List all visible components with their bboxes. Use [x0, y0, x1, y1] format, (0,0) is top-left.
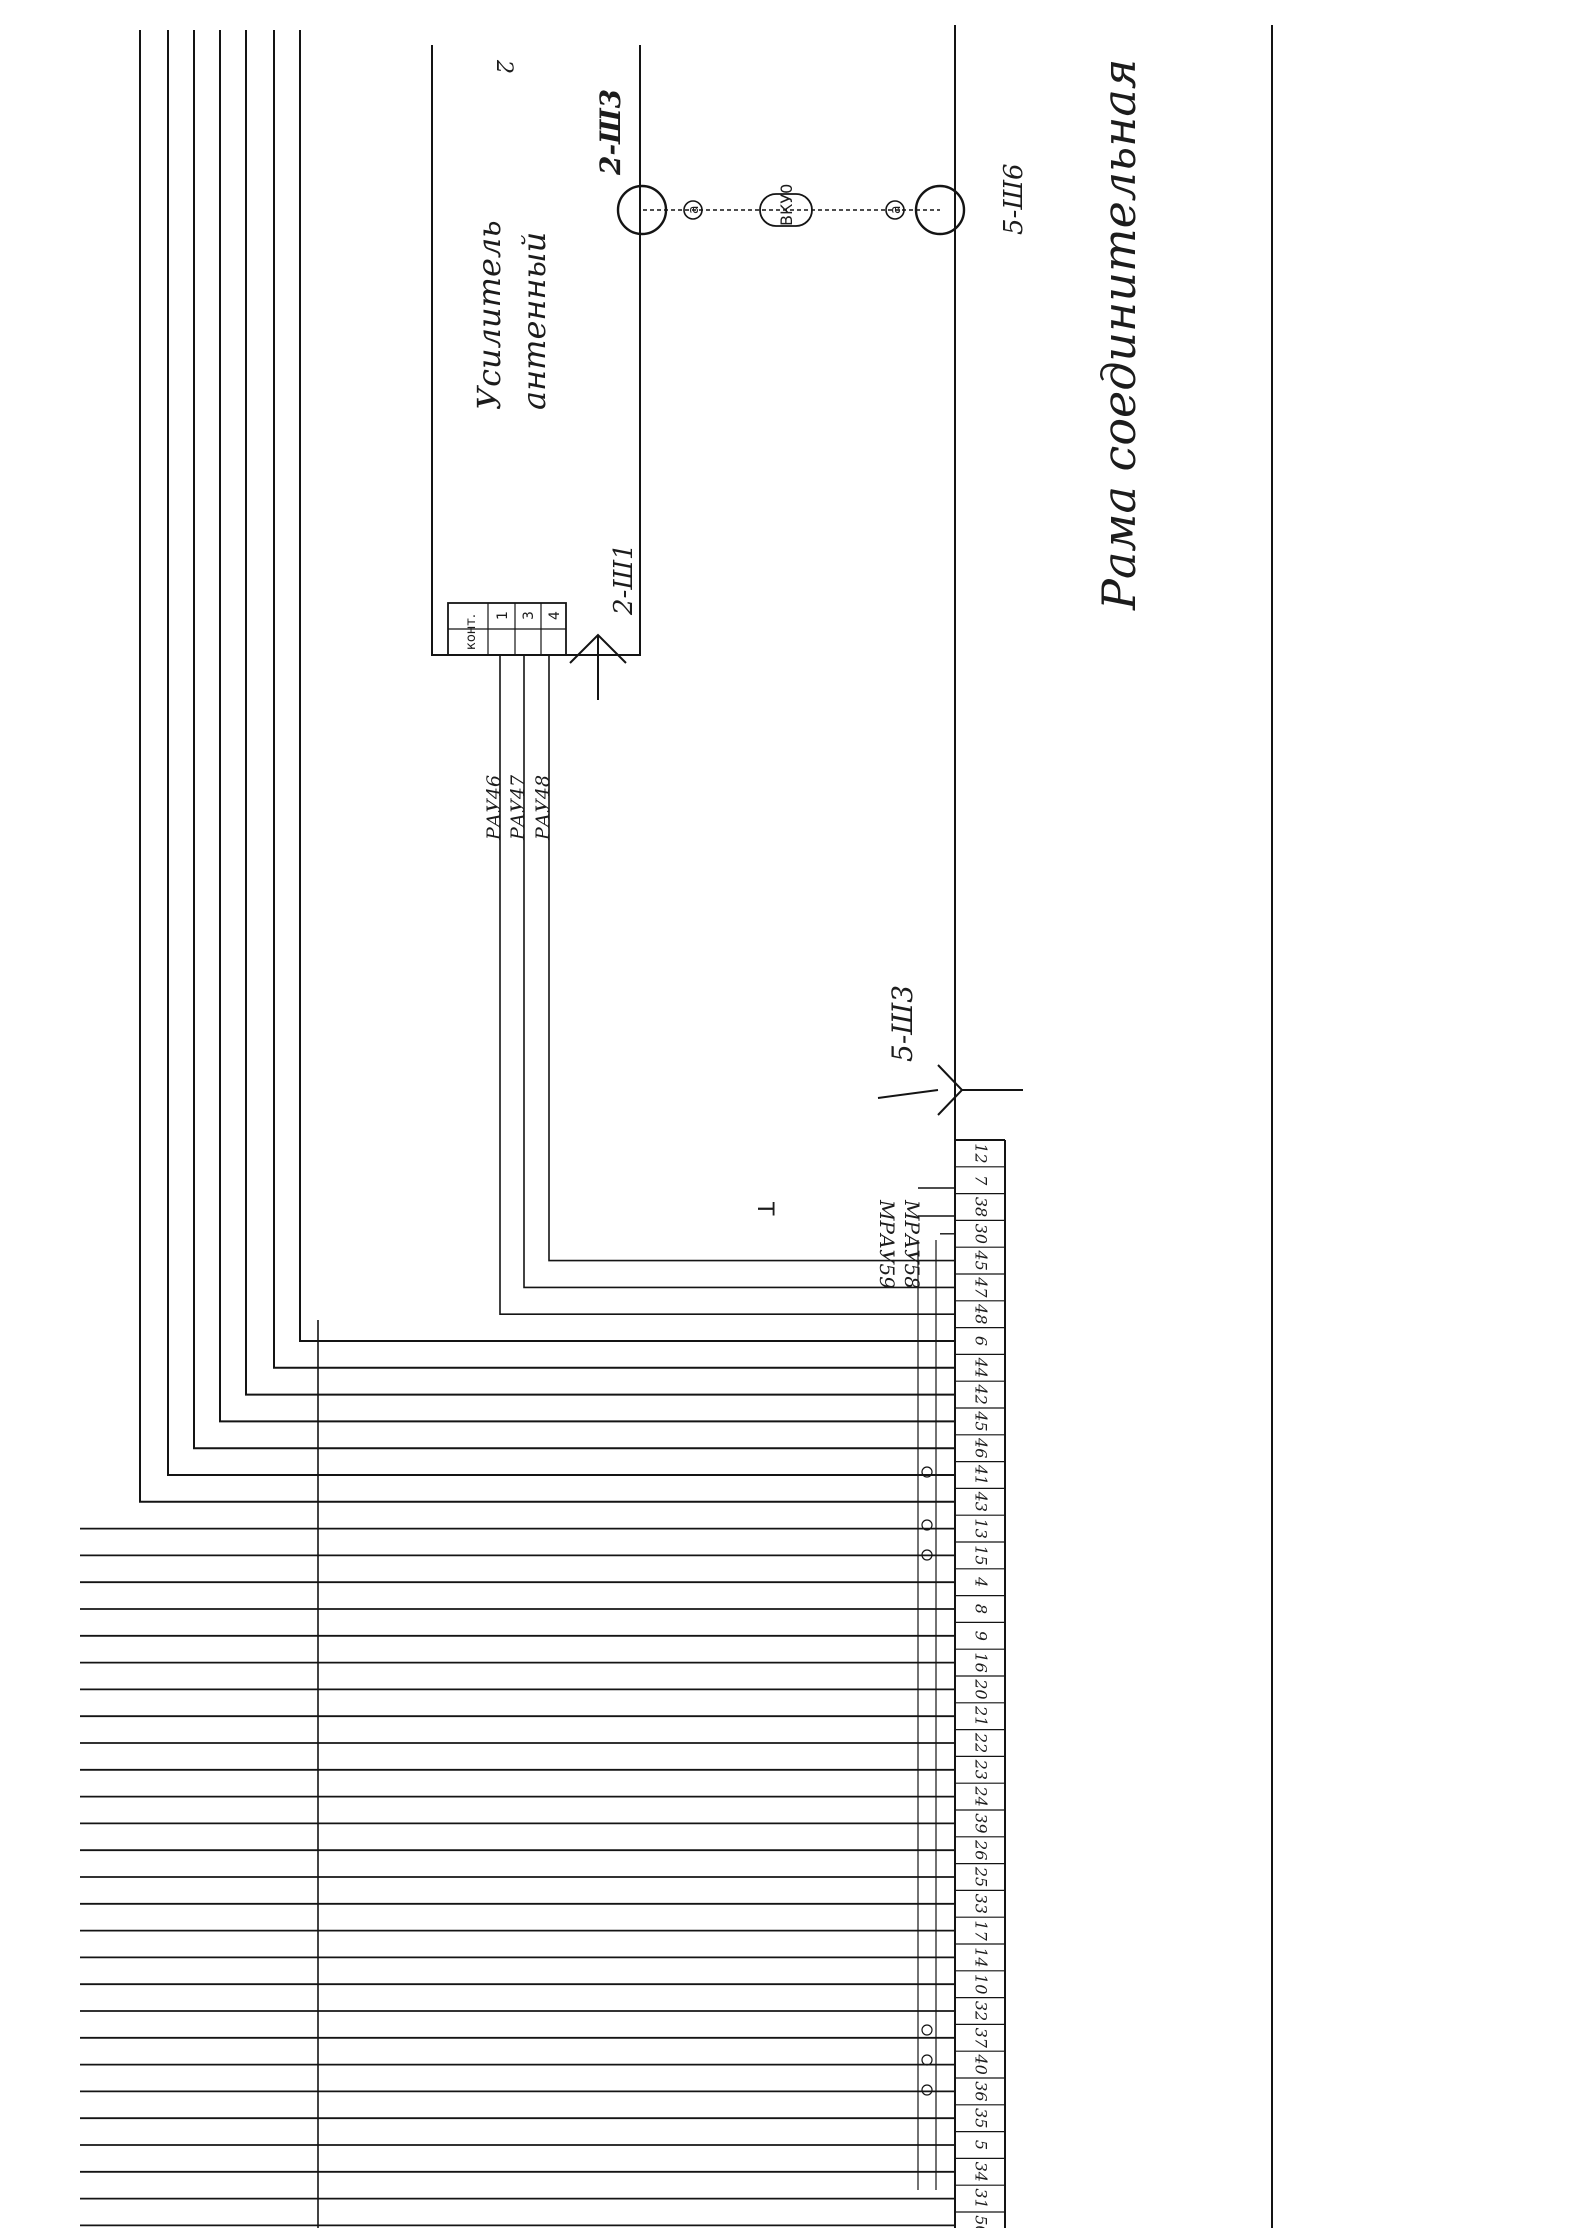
pin-number: 35 — [972, 2108, 991, 2128]
pin-number: 23 — [972, 1759, 991, 1780]
bundle-wire — [273, 30, 955, 1369]
pin-number: 34 — [972, 2162, 991, 2182]
signal-label-rau47: РАУ47 — [507, 774, 529, 841]
pin-table-pin-3: 3 — [521, 611, 537, 620]
pin-number: 30 — [972, 1224, 991, 1244]
connector-2-sh1-label: 2-Ш1 — [609, 543, 639, 616]
signal-wire-rau47 — [523, 655, 955, 1289]
device-vku-label: ВКУ0 — [777, 184, 796, 226]
cable-mark-a-label: a — [686, 205, 702, 214]
pin-number: 25 — [972, 1866, 991, 1887]
cable-mark-a-circle — [683, 200, 703, 220]
pin-number: 21 — [972, 1705, 991, 1726]
extra-signal-mrau58: МРАУ58 — [900, 1199, 924, 1289]
pin-number: 48 — [972, 1303, 991, 1324]
pin-number: 20 — [972, 1678, 991, 1699]
pin-number: 45 — [972, 1249, 991, 1270]
shield-joint-marker — [921, 2084, 933, 2096]
pin-number: 46 — [972, 1437, 991, 1458]
bundle-wire — [193, 30, 955, 1450]
pin-number: 32 — [972, 2001, 991, 2021]
bundle-wire — [219, 30, 955, 1423]
pin-table-pin-1: 1 — [495, 611, 511, 620]
pin-number: 26 — [972, 1839, 991, 1860]
pin-table-header: конт. — [464, 614, 479, 650]
connector-5-sh3-symbol — [877, 1064, 1023, 1116]
sheet-mark: 2 — [491, 59, 516, 74]
rf-connector-5-sh6-circle — [914, 184, 966, 236]
bundle-wire — [245, 30, 955, 1396]
signal-label-rau48: РАУ48 — [532, 775, 554, 841]
pin-number: 36 — [972, 2081, 991, 2101]
connector-2-sh1-symbol — [569, 633, 627, 700]
pin-number: 16 — [972, 1652, 991, 1672]
pin-number: 14 — [972, 1947, 991, 1967]
pin-number: 17 — [972, 1920, 991, 1941]
pin-number: 50 — [972, 2215, 991, 2228]
amplifier-name-line1: Усилитель — [470, 220, 508, 410]
connector-2-sh3-label: 2-Ш3 — [594, 89, 627, 176]
pin-number: 7 — [972, 1175, 991, 1186]
pin-number: 40 — [972, 2053, 991, 2074]
shield-mark: Т — [752, 1201, 777, 1216]
pin-number: 41 — [972, 1464, 991, 1485]
shield-joint-marker — [921, 2024, 933, 2036]
pin-number: 10 — [972, 1974, 991, 1994]
bundle-wire — [139, 30, 955, 1503]
bundle-wire — [167, 30, 955, 1476]
pin-number: 33 — [972, 1894, 991, 1914]
pin-number: 4 — [972, 1576, 991, 1587]
pin-number: 44 — [972, 1357, 991, 1378]
pin-table-pin-4: 4 — [547, 611, 563, 620]
cable-mark-b-label: a — [888, 205, 904, 214]
pin-number: 24 — [972, 1785, 991, 1806]
connector-5-sh3-pin-strip: 1273830454748644424546414313154891620212… — [955, 1143, 1005, 2228]
shield-joint-marker — [921, 1466, 933, 1478]
pin-number: 47 — [972, 1276, 991, 1298]
pin-number: 9 — [972, 1631, 991, 1641]
pin-number: 12 — [972, 1143, 991, 1163]
pin-number: 42 — [972, 1383, 991, 1404]
connector-5-sh6-label: 5-Ш6 — [999, 163, 1029, 235]
signal-label-rau46: РАУ46 — [483, 775, 505, 841]
frame-title: Рама соединительная — [1092, 59, 1146, 611]
shield-joint-marker — [921, 1519, 933, 1531]
pin-number: 45 — [972, 1410, 991, 1431]
pin-number: 22 — [972, 1732, 991, 1753]
shield-joint-marker — [921, 2054, 933, 2066]
pin-number: 37 — [972, 2028, 991, 2049]
pin-number: 38 — [972, 1197, 991, 1217]
pin-number: 5 — [972, 2140, 991, 2150]
pin-number: 31 — [972, 2188, 991, 2208]
signal-wire-rau48 — [548, 655, 955, 1262]
pin-number: 8 — [972, 1604, 991, 1614]
pin-number: 43 — [972, 1491, 991, 1512]
static-lines — [317, 25, 1273, 2228]
rf-connector-2-sh3-circle — [616, 184, 668, 236]
pin-number: 39 — [972, 1813, 991, 1833]
pin-number: 15 — [972, 1545, 991, 1565]
connector-5-sh3-label: 5-Ш3 — [886, 985, 919, 1062]
extra-signal-mrau59: МРАУ59 — [875, 1199, 899, 1289]
device-vku-outline — [759, 193, 813, 227]
bundle-wire — [299, 30, 955, 1342]
pin-number: 6 — [972, 1336, 991, 1346]
amplifier-name-line2: антенный — [515, 232, 553, 410]
wiring-bundle — [80, 30, 955, 2227]
pin-number: 13 — [972, 1518, 991, 1538]
cable-mark-b-circle — [885, 200, 905, 220]
signal-wire-rau46 — [499, 655, 955, 1315]
